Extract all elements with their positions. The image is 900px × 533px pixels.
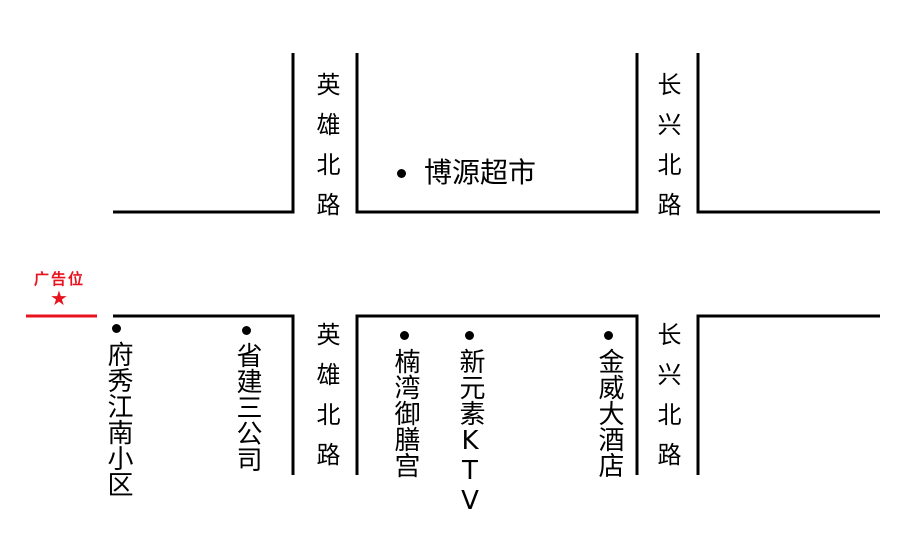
poi-label-fuxiu-jiangnan: 府秀江南小区: [103, 341, 133, 497]
road-edge-lower-middle: [355, 314, 639, 475]
poi-dot-boyuan: [397, 169, 406, 178]
poi-dot-xinyuansu: [465, 331, 474, 340]
poi-label-nanwan-royal-cuisine: 楠湾御膳宫: [390, 348, 420, 478]
poi-dot-jinwei: [604, 331, 613, 340]
road-label-changxing-lower: 长兴北路: [653, 322, 681, 482]
poi-label-boyuan-supermarket: 博源超市: [424, 156, 537, 189]
road-edge-upper-left: [113, 53, 295, 214]
ad-position-label: 广告位: [34, 270, 86, 288]
poi-label-provincial-construction: 省建三公司: [232, 342, 262, 472]
poi-label-jinwei-hotel: 金威大酒店: [594, 348, 624, 478]
road-edge-lower-left: [113, 314, 295, 475]
poi-label-xinyuansu-ktv: 新元素KTV: [455, 348, 485, 516]
road-edge-lower-right: [696, 314, 880, 475]
poi-dot-shengjian: [242, 326, 251, 335]
road-label-yingxiong-lower: 英雄北路: [312, 322, 340, 482]
road-edge-upper-right: [696, 53, 880, 214]
road-label-yingxiong-upper: 英雄北路: [312, 72, 340, 232]
road-label-changxing-upper: 长兴北路: [653, 72, 681, 232]
poi-dot-fuxiu: [112, 324, 121, 333]
ad-position-star-icon: ★: [50, 286, 68, 310]
road-edge-upper-middle: [355, 53, 639, 214]
poi-dot-nanwan: [400, 331, 409, 340]
